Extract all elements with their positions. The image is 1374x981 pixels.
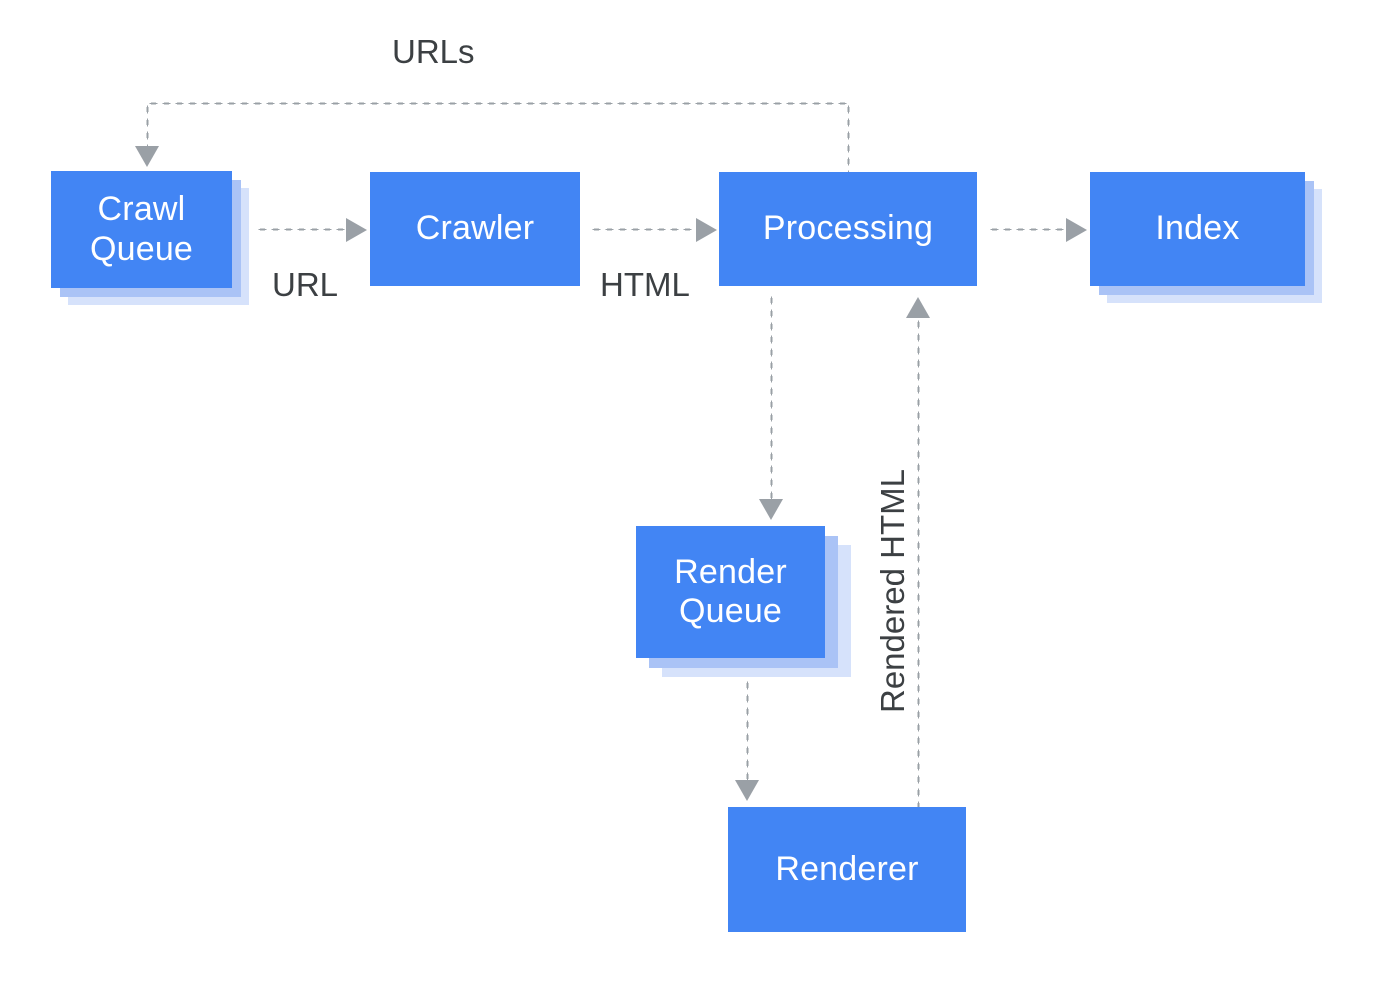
edge-processing-to-render-queue-arrowhead (759, 499, 783, 520)
edge-crawler-to-processing-line (590, 228, 696, 231)
edge-processing-to-render-queue-line (770, 294, 773, 499)
edge-renderer-to-processing-line (917, 318, 920, 810)
edge-processing-to-crawl-queue-segment-down (146, 103, 149, 150)
node-processing-label: Processing (762, 209, 934, 248)
edge-processing-to-crawl-queue-segment-across (147, 102, 850, 105)
node-index[interactable]: Index (1090, 172, 1305, 286)
node-render-queue-label: Render Queue (674, 552, 787, 630)
node-index-label: Index (1155, 209, 1240, 248)
node-renderer[interactable]: Renderer (728, 807, 966, 932)
edge-processing-to-crawl-queue-arrowhead (135, 146, 159, 167)
node-renderer-label: Renderer (775, 849, 919, 888)
edge-processing-to-index-arrowhead (1066, 218, 1087, 242)
node-crawler-label: Crawler (415, 209, 535, 248)
edge-render-queue-to-renderer-arrowhead (735, 780, 759, 801)
edge-crawl-queue-to-crawler-line (256, 228, 346, 231)
edge-processing-to-index-line (988, 228, 1066, 231)
edge-processing-to-crawl-queue-segment-up (847, 103, 850, 175)
node-render-queue[interactable]: Render Queue (636, 526, 825, 658)
edge-label-rendered-html: Rendered HTML (874, 469, 911, 713)
edge-label-urls: URLs (392, 33, 475, 70)
node-crawl-queue-label: Crawl Queue (89, 190, 194, 268)
edge-render-queue-to-renderer-line (746, 666, 749, 780)
node-processing[interactable]: Processing (719, 172, 977, 286)
edge-crawl-queue-to-crawler-arrowhead (346, 218, 367, 242)
node-crawler[interactable]: Crawler (370, 172, 580, 286)
edge-renderer-to-processing-arrowhead (906, 297, 930, 318)
edge-crawler-to-processing-arrowhead (696, 218, 717, 242)
node-crawl-queue[interactable]: Crawl Queue (51, 171, 232, 288)
edge-label-url: URL (272, 266, 339, 303)
edge-label-html: HTML (600, 266, 690, 303)
